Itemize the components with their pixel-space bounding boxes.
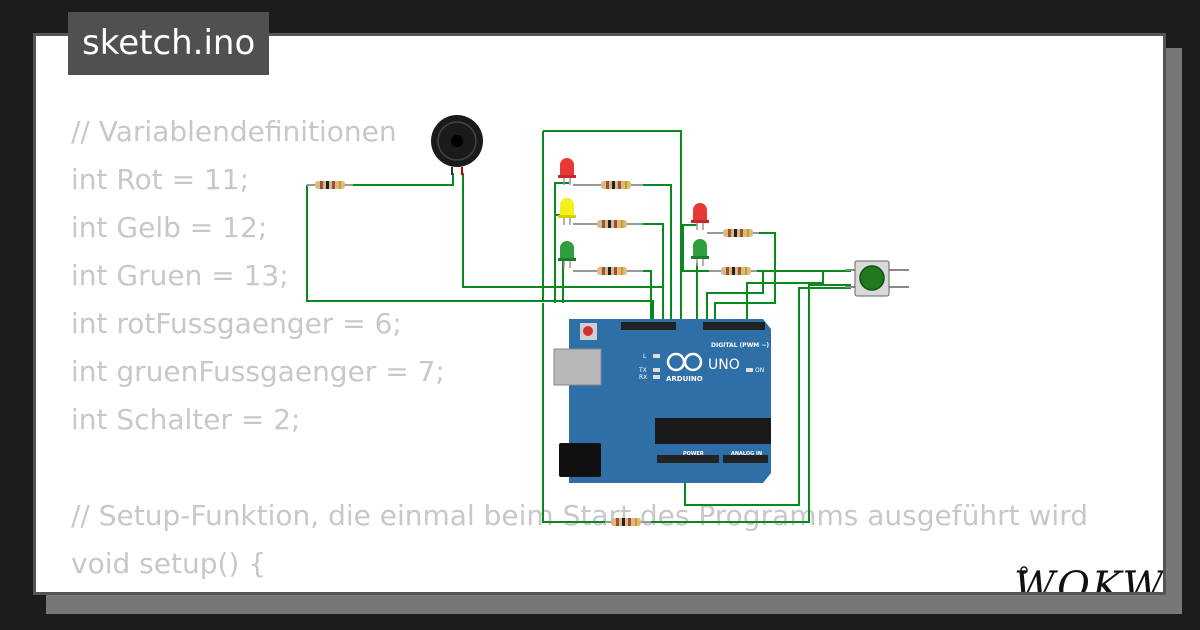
resistor bbox=[573, 220, 643, 228]
preview-card: // Variablendefinitionen int Rot = 11; int… bbox=[33, 33, 1166, 595]
code-line: // Variablendefinitionen bbox=[71, 115, 397, 148]
wire bbox=[684, 287, 851, 506]
code-line: int gruenFussgaenger = 7; bbox=[71, 355, 445, 388]
board-brand-label: ARDUINO bbox=[666, 375, 703, 383]
led-green bbox=[558, 241, 576, 268]
board-model-label: UNO bbox=[708, 357, 740, 373]
leds bbox=[558, 158, 709, 268]
arduino-uno-board: UNO ARDUINO DIGITAL (PWM ~) POWER ANALOG… bbox=[553, 319, 771, 483]
svg-text:WOKWi: WOKWi bbox=[1014, 564, 1166, 595]
wire bbox=[746, 271, 824, 328]
code-line: int Gelb = 12; bbox=[71, 211, 268, 244]
led-pedestrian-green bbox=[691, 239, 709, 266]
wire bbox=[643, 270, 652, 328]
push-button bbox=[845, 260, 909, 297]
buzzer bbox=[431, 115, 483, 175]
wire bbox=[543, 130, 682, 328]
wokwi-logo-icon: WOKWi bbox=[1014, 564, 1166, 595]
analog-pins-label: ANALOG IN bbox=[731, 451, 762, 457]
resistor bbox=[573, 181, 643, 189]
code-line: int rotFussgaenger = 6; bbox=[71, 307, 402, 340]
on-led-label: ON bbox=[755, 367, 764, 374]
circuit-diagram: UNO ARDUINO DIGITAL (PWM ~) POWER ANALOG… bbox=[306, 115, 909, 526]
wire bbox=[643, 223, 664, 303]
resistor bbox=[573, 267, 643, 275]
wokwi-logo: WOKWi bbox=[1006, 556, 1166, 595]
resistor bbox=[605, 518, 651, 526]
led-red bbox=[558, 158, 576, 185]
arduino-logo-icon bbox=[666, 352, 703, 372]
resistor bbox=[709, 267, 757, 275]
wires bbox=[306, 130, 851, 523]
code-line: int Rot = 11; bbox=[71, 163, 250, 196]
wire bbox=[643, 184, 672, 328]
resistors bbox=[307, 181, 759, 526]
l-led-label: L bbox=[643, 353, 647, 360]
digital-pins-label: DIGITAL (PWM ~) bbox=[711, 342, 769, 349]
wire bbox=[714, 232, 776, 328]
wire bbox=[353, 173, 454, 186]
file-tab[interactable]: sketch.ino bbox=[68, 12, 270, 75]
code-line: void setup() { bbox=[71, 547, 267, 580]
power-pins-label: POWER bbox=[683, 451, 704, 457]
resistor bbox=[707, 229, 759, 237]
rx-led-label: RX bbox=[639, 374, 647, 381]
led-pedestrian-red bbox=[691, 203, 709, 230]
code-line: int Gruen = 13; bbox=[71, 259, 289, 292]
code-editor: // Variablendefinitionen int Rot = 11; int… bbox=[71, 108, 1088, 592]
led-yellow bbox=[558, 198, 576, 225]
tx-led-label: TX bbox=[638, 367, 647, 374]
code-line: int Schalter = 2; bbox=[71, 403, 301, 436]
wire bbox=[643, 284, 851, 523]
wire bbox=[306, 185, 654, 328]
code-line: // Setup-Funktion, die einmal beim Start… bbox=[71, 499, 1088, 532]
wire bbox=[542, 303, 608, 523]
resistor bbox=[307, 181, 353, 189]
